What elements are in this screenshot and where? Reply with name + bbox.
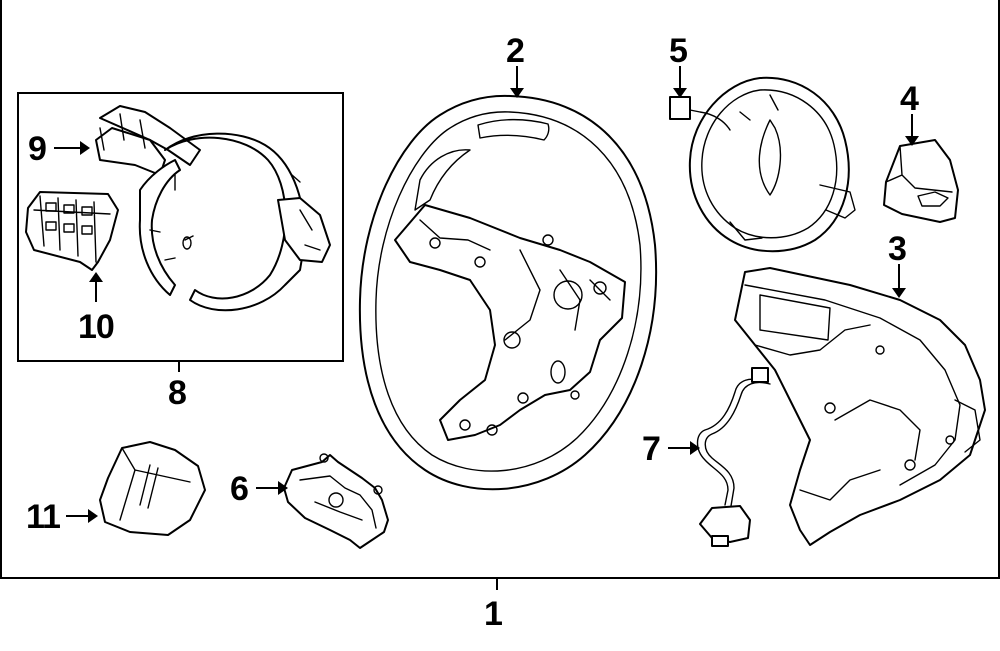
wiring-harness-part (669, 76, 856, 253)
assembly-frame (0, 0, 1000, 590)
callout-1: 1 (484, 595, 502, 633)
callout-8: 8 (168, 374, 186, 412)
callout-10: 10 (78, 308, 114, 346)
callout-7: 7 (642, 430, 660, 468)
kit-box (17, 92, 344, 372)
callout-4: 4 (900, 80, 919, 118)
control-switch-part (883, 139, 959, 223)
lower-trim-part (734, 267, 986, 546)
callout-labels: 1 2 3 4 5 6 7 8 9 10 11 (26, 32, 920, 633)
callout-3: 3 (888, 230, 906, 268)
bezel-switch-part (25, 191, 119, 271)
leader-lines (54, 66, 919, 523)
callout-2: 2 (506, 32, 524, 70)
cable-connector-part (696, 367, 771, 547)
trim-cover-part (99, 441, 206, 536)
switch-module-part (283, 453, 389, 549)
callout-11: 11 (26, 498, 60, 536)
callout-6: 6 (230, 470, 248, 508)
steering-wheel-part (358, 94, 658, 491)
callout-9: 9 (28, 130, 46, 168)
bezel-frame-part (95, 105, 331, 312)
callout-5: 5 (669, 32, 687, 70)
